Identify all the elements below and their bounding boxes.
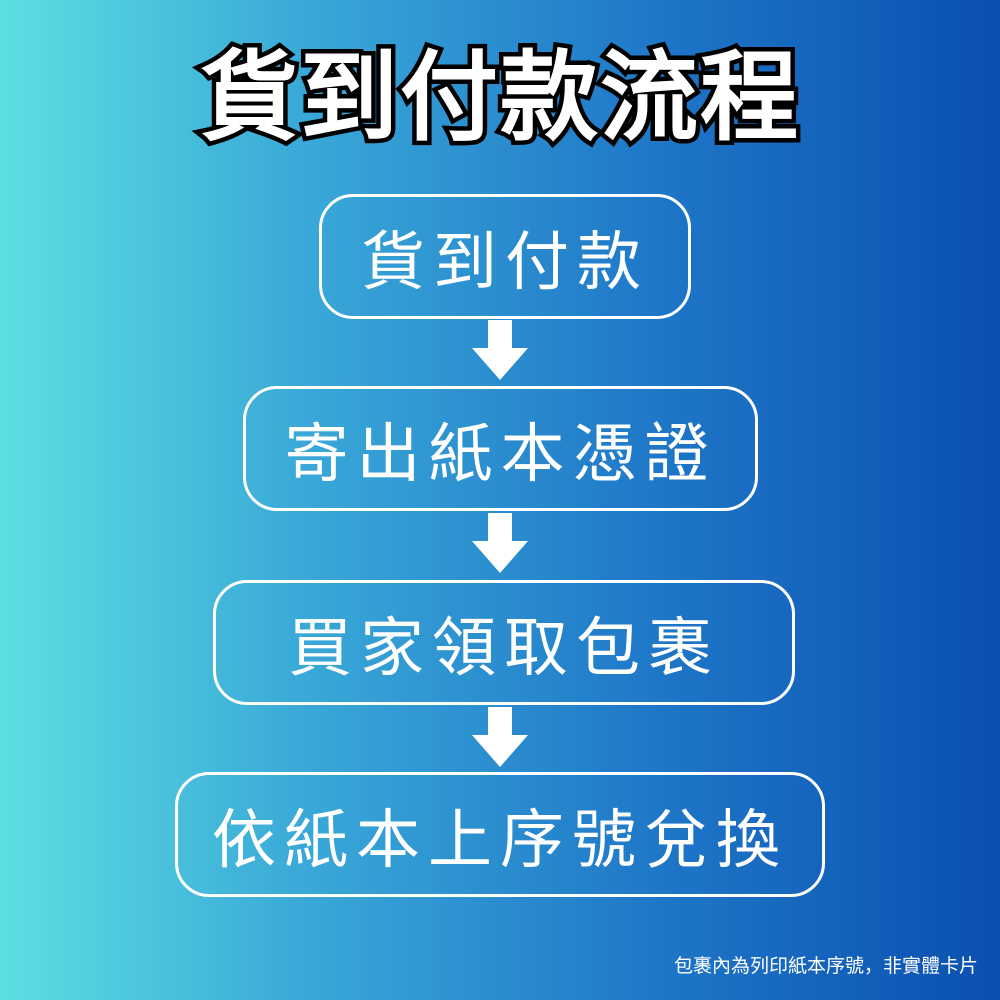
flow-step-redeem-by-serial: 依紙本上序號兌換 (175, 772, 825, 897)
page-title: 貨到付款流程 (195, 37, 802, 160)
footnote: 包裹內為列印紙本序號，非實體卡片 (673, 955, 978, 977)
flow-step-cash-on-delivery: 貨到付款 (319, 194, 691, 319)
arrow-down-icon (472, 513, 528, 573)
arrow-down-icon (472, 320, 528, 380)
arrow-down-icon (472, 707, 528, 767)
flow-step-send-paper-voucher: 寄出紙本憑證 (243, 386, 758, 511)
flow-step-buyer-picks-up-package: 買家領取包裹 (213, 580, 795, 705)
